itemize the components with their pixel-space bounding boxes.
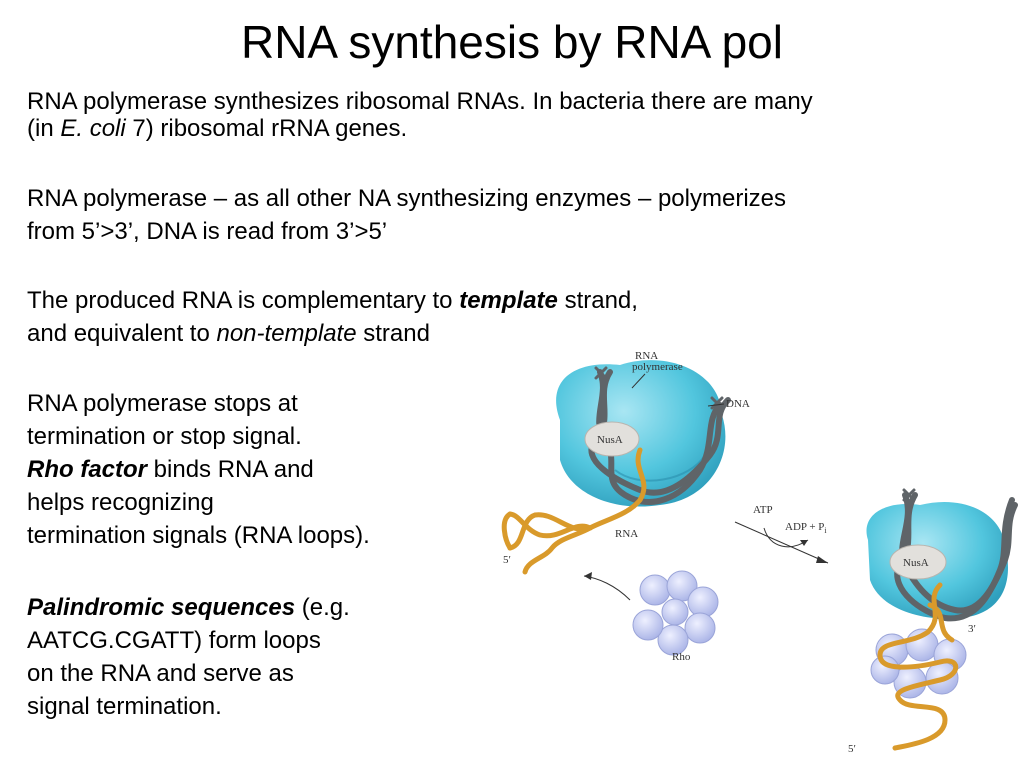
five-prime-label-bottom: 5′ [848, 743, 856, 755]
rho-protein [632, 570, 719, 656]
paragraph-line: from 5’>3’, DNA is read from 3’>5’ [27, 218, 388, 245]
paragraph-line: RNA polymerase synthesizes ribosomal RNA… [27, 88, 813, 115]
paragraph-line: termination or stop signal. [27, 423, 302, 450]
paragraph-palindromic: Palindromic sequences (e.g. AATCG.CGATT)… [27, 591, 350, 723]
paragraph-rrna-genes: RNA polymerase synthesizes ribosomal RNA… [27, 88, 813, 142]
paragraph-line: (in E. coli 7) ribosomal rRNA genes. [27, 115, 813, 142]
rna-polymerase-label-line2: polymerase [632, 361, 683, 373]
nusa-protein-right: NusA [889, 544, 947, 580]
paragraph-direction: RNA polymerase – as all other NA synthes… [27, 182, 786, 248]
slide-title: RNA synthesis by RNA pol [240, 16, 783, 68]
paragraph-line: on the RNA and serve as [27, 660, 294, 687]
nusa-label-right: NusA [903, 557, 929, 569]
nusa-label-left: NusA [597, 434, 623, 446]
term-palindromic-sequences: Palindromic sequences [27, 594, 296, 621]
paragraph-line: Rho factor binds RNA and [27, 453, 370, 486]
reaction-arrow [734, 521, 829, 564]
text-run: strand [356, 320, 430, 347]
term-non-template: non-template [216, 320, 357, 347]
text-run: binds RNA and [147, 456, 314, 483]
five-prime-label-left: 5′ [503, 554, 511, 566]
three-prime-label: 3′ [968, 623, 976, 635]
paragraph-line: helps recognizing [27, 489, 214, 516]
polymerase-pointer [631, 373, 646, 389]
paragraph-line: The produced RNA is complementary to tem… [27, 284, 638, 317]
rna-polymerase-label-line1: RNA [635, 350, 658, 362]
paragraph-template: The produced RNA is complementary to tem… [27, 284, 638, 350]
dna-label: DNA [726, 398, 750, 410]
paragraph-line: Palindromic sequences (e.g. [27, 591, 350, 624]
term-rho-factor: Rho factor [27, 456, 147, 483]
text-run: (e.g. [295, 594, 350, 621]
text-run: The produced RNA is complementary to [27, 287, 460, 314]
atp-label: ATP [753, 504, 773, 516]
rna-transcript-left [501, 447, 647, 575]
paragraph-line: signal termination. [27, 693, 222, 720]
text-run: 7) ribosomal rRNA genes. [125, 115, 408, 142]
paragraph-line: AATCG.CGATT) form loops [27, 627, 321, 654]
text-run: and equivalent to [27, 320, 217, 347]
text-run: (in [27, 115, 61, 142]
paragraph-line: termination signals (RNA loops). [27, 522, 370, 549]
rna-label: RNA [615, 528, 638, 540]
term-template: template [459, 287, 558, 314]
rho-protein-bound [870, 628, 967, 699]
species-name: E. coli [60, 115, 126, 142]
paragraph-line: RNA polymerase stops at [27, 390, 298, 417]
paragraph-line: RNA polymerase – as all other NA synthes… [27, 185, 786, 212]
rna-transcript-right [877, 582, 959, 751]
paragraph-termination: RNA polymerase stops at termination or s… [27, 387, 370, 552]
adp-pi-label: ADP + Pi [785, 521, 827, 535]
dna-pointer [707, 403, 725, 407]
rho-label: Rho [672, 651, 691, 663]
paragraph-line: and equivalent to non-template strand [27, 317, 638, 350]
arrow-head [584, 572, 592, 580]
nusa-protein-left: NusA [584, 421, 640, 457]
text-run: strand, [557, 287, 638, 314]
rna-polymerase-left [556, 360, 726, 507]
dna-strand-left [588, 366, 731, 505]
